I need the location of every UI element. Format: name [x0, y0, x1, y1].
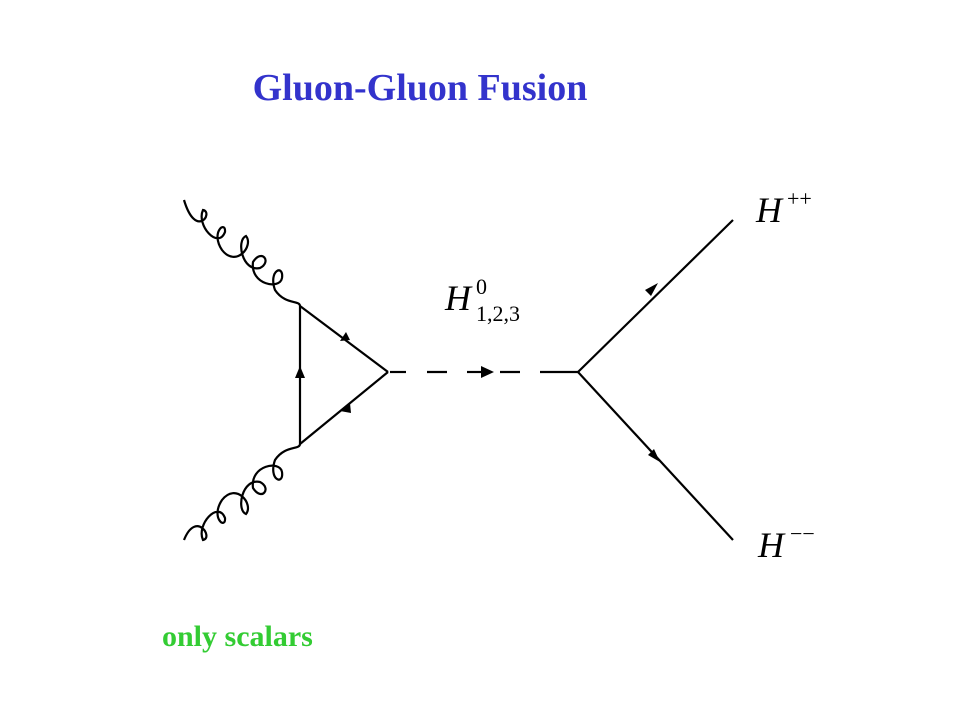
- slide-title: Gluon-Gluon Fusion: [252, 67, 588, 109]
- quark-loop: [298, 305, 389, 445]
- outgoing-label-bottom: H −−: [757, 521, 815, 565]
- outgoing-top-symbol: H: [755, 190, 784, 230]
- propagator-superscript: 0: [476, 274, 487, 299]
- propagator-arrow: [481, 366, 494, 378]
- gluon-bottom: [182, 443, 302, 542]
- propagator-label: H 0 1,2,3: [444, 274, 520, 326]
- outgoing-arrow-top: [645, 283, 658, 296]
- outgoing-top-superscript: ++: [787, 186, 812, 211]
- outgoing-label-top: H ++: [755, 186, 812, 230]
- outgoing-line-top: [577, 219, 734, 373]
- outgoing-arrow-bottom: [648, 449, 660, 462]
- footnote-text: only scalars: [162, 620, 313, 653]
- loop-arrow-top: [340, 332, 350, 341]
- loop-arrow-bottom: [340, 403, 351, 413]
- gluon-top: [182, 199, 302, 307]
- loop-arrow-left: [295, 366, 305, 378]
- outgoing-bottom-symbol: H: [757, 525, 786, 565]
- propagator-subscript: 1,2,3: [476, 301, 520, 326]
- outgoing-lines: [577, 219, 734, 541]
- propagator-symbol: H: [444, 278, 473, 318]
- outgoing-bottom-superscript: −−: [790, 521, 815, 546]
